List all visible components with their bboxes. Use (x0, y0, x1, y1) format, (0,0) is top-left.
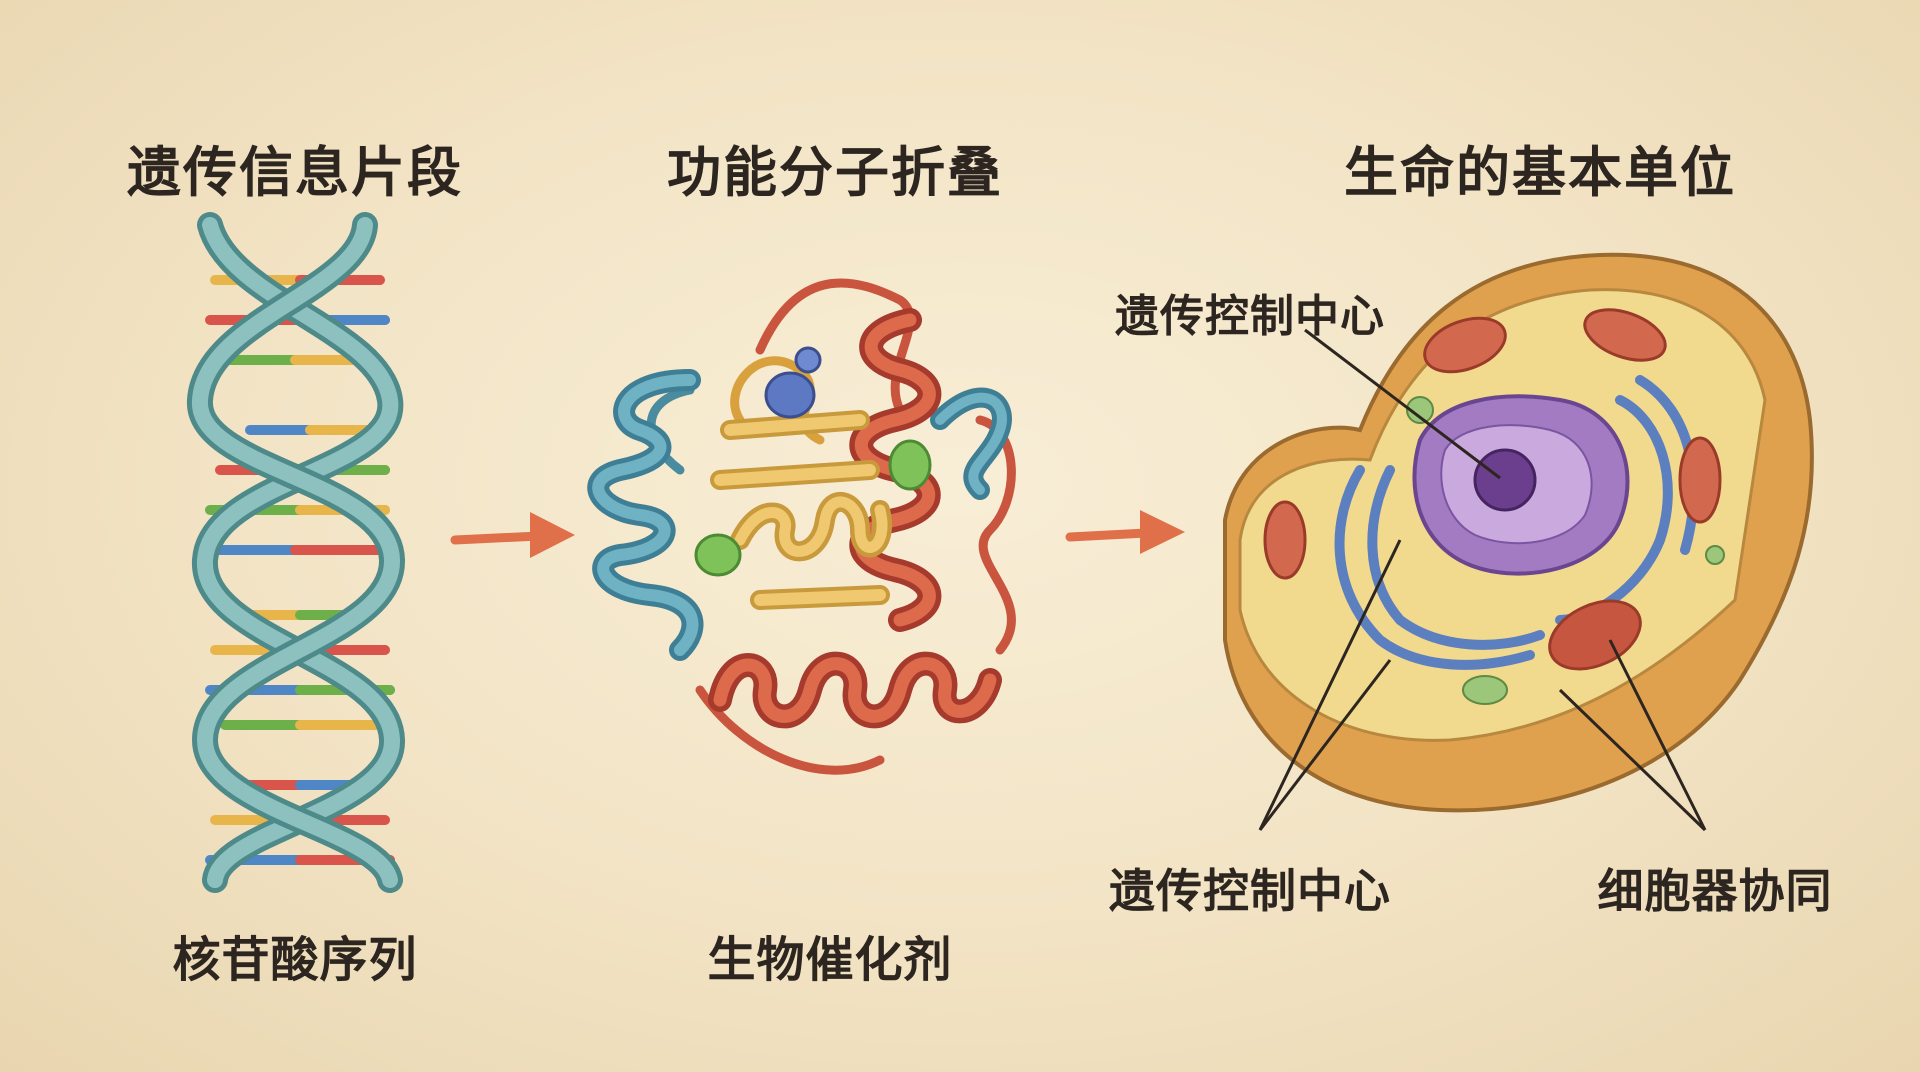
cell-label-bottom-left: 遗传控制中心 (1109, 864, 1391, 918)
ligand-green (694, 533, 742, 577)
cell-label-top: 遗传控制中心 (1115, 291, 1385, 342)
vesicle (1462, 675, 1508, 705)
cell-pointer-lines (1258, 328, 1707, 832)
vesicle (1705, 545, 1725, 565)
arrow-right-icon (450, 512, 575, 558)
cell-illustration (1223, 252, 1814, 813)
protein-structure (587, 278, 1016, 775)
vesicle (1406, 396, 1434, 424)
panel-caption-protein: 生物催化剂 (707, 932, 953, 988)
cell-label-bottom-right: 细胞器协同 (1597, 864, 1833, 918)
ligand-blue (764, 371, 816, 419)
ligand-green (888, 439, 932, 491)
panel-title-protein: 功能分子折叠 (667, 141, 1003, 204)
arrow-right-icon (1065, 510, 1185, 554)
panel-title-dna: 遗传信息片段 (127, 141, 463, 204)
panel-caption-dna: 核苷酸序列 (172, 932, 418, 988)
dna-helix (187, 212, 406, 893)
panel-title-cell: 生命的基本单位 (1344, 141, 1736, 204)
nucleolus (1473, 448, 1537, 512)
